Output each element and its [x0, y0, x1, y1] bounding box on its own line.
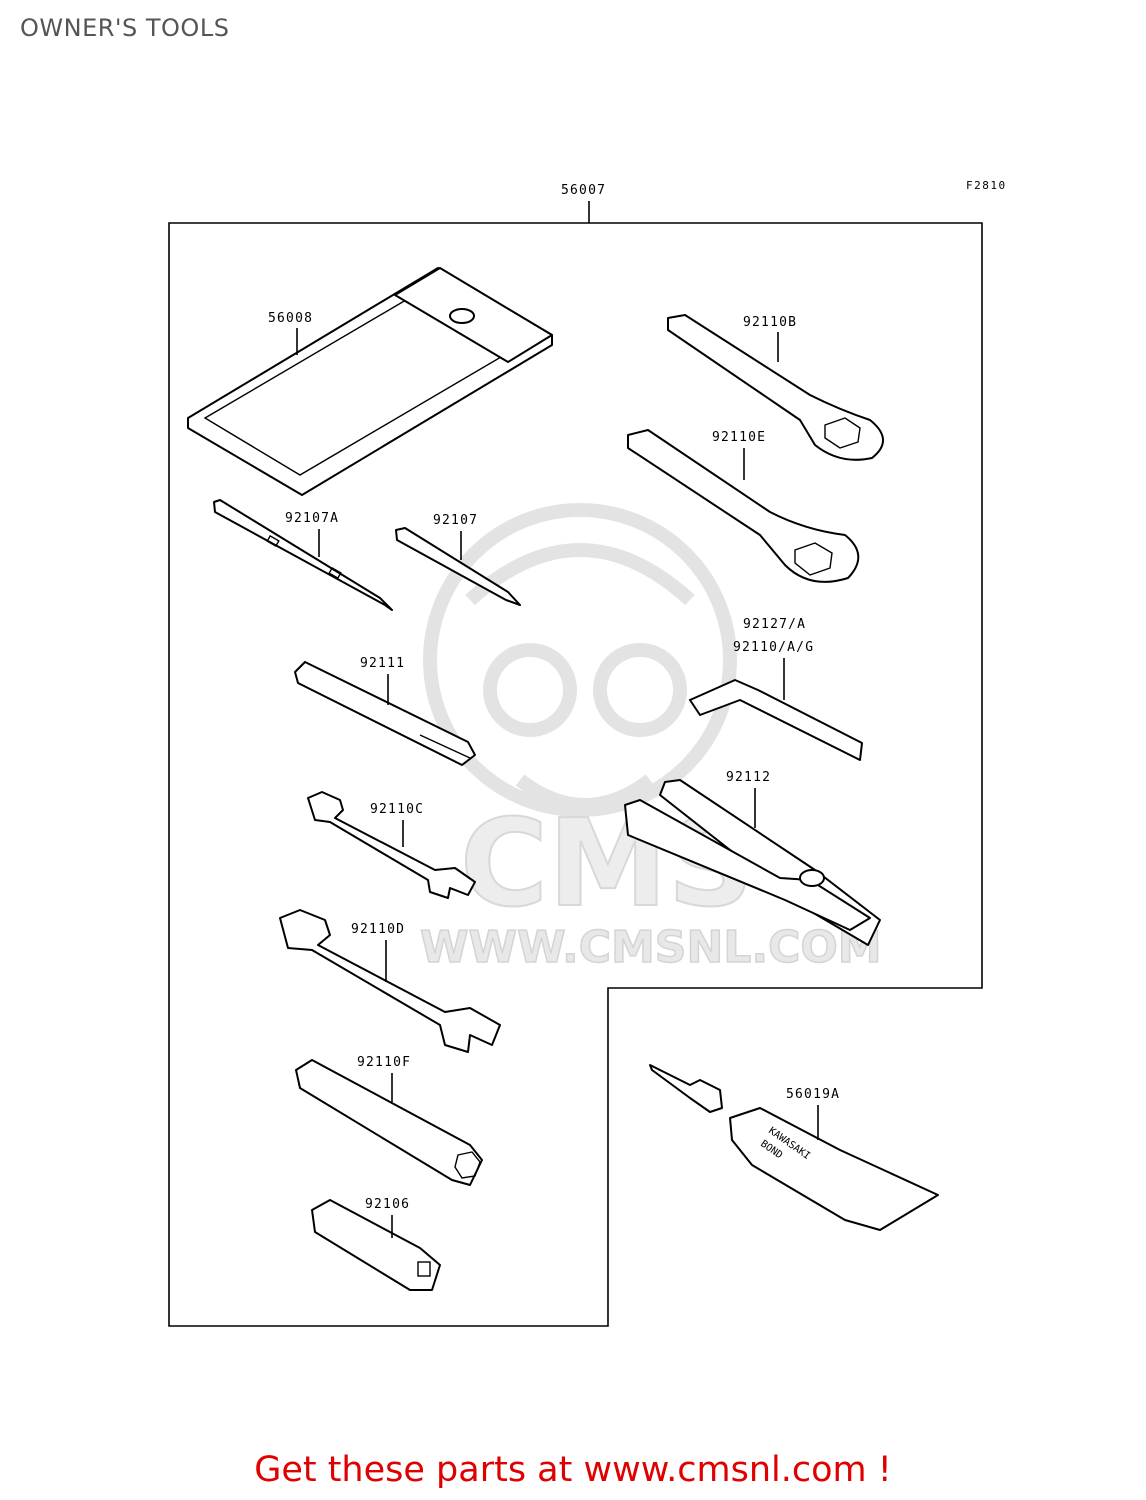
- label-92110e: 92110E: [712, 430, 766, 445]
- watermark-mascot: [423, 503, 737, 817]
- open-wrench-92110c: 92110C: [307, 791, 476, 899]
- assembly-outline: [168, 222, 983, 1327]
- owners-tools-diagram: CMS WWW.CMSNL.COM F2810 56007 56008 9211…: [168, 179, 1007, 1327]
- label-92106: 92106: [365, 1197, 410, 1212]
- hex-key-92127a: 92127/A 92110/A/G: [689, 617, 863, 761]
- label-56007: 56007: [561, 183, 606, 198]
- label-92111: 92111: [360, 656, 405, 671]
- label-92110f: 92110F: [357, 1055, 411, 1070]
- label-92107: 92107: [433, 513, 478, 528]
- label-92110c: 92110C: [370, 802, 424, 817]
- label-92110d: 92110D: [351, 922, 405, 937]
- label-92110ag: 92110/A/G: [733, 640, 814, 655]
- page-title: OWNER'S TOOLS: [20, 14, 230, 42]
- label-92107a: 92107A: [285, 511, 339, 526]
- label-56008: 56008: [268, 311, 313, 326]
- label-56019a: 56019A: [786, 1087, 840, 1102]
- cta-banner[interactable]: Get these parts at www.cmsnl.com !: [254, 1450, 892, 1490]
- label-92127a: 92127/A: [743, 617, 806, 632]
- box-wrench-92110e: 92110E: [627, 429, 860, 583]
- figure-code: F2810: [966, 179, 1007, 192]
- box-wrench-92110b: 92110B: [667, 314, 884, 461]
- tool-bag: 56008: [187, 267, 553, 496]
- bond-tube-56019a: KAWASAKI BOND 56019A: [649, 1064, 939, 1231]
- open-wrench-92110d: 92110D: [279, 909, 501, 1053]
- screwdriver-bit-92107: 92107: [395, 513, 521, 606]
- screwdriver-bit-92107a: 92107A: [213, 499, 393, 611]
- plug-wrench-92110f: 92110F: [295, 1055, 483, 1186]
- watermark-url: WWW.CMSNL.COM: [420, 922, 882, 973]
- handle-92106: 92106: [311, 1197, 441, 1291]
- label-92112: 92112: [726, 770, 771, 785]
- label-92110b: 92110B: [743, 315, 797, 330]
- pliers-92112: 92112: [624, 770, 881, 946]
- extension-bar-92111: 92111: [294, 656, 476, 766]
